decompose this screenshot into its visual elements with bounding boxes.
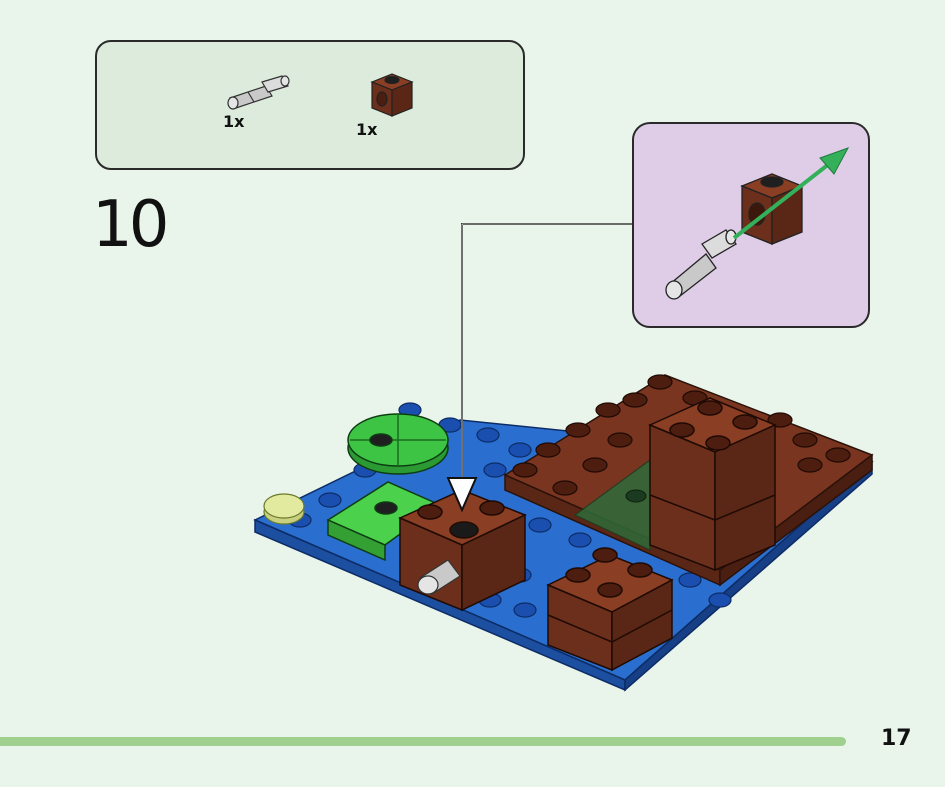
placed-technic-brick (398, 489, 527, 612)
pin-insert-diagram (665, 147, 850, 300)
part-quantity: 1x (223, 112, 245, 131)
front-brown-brick (546, 547, 674, 672)
tall-brown-brick-stack (648, 397, 777, 572)
part-quantity: 1x (356, 120, 378, 139)
brown-technic-brick-icon (370, 73, 414, 117)
transparent-yellow-round-plate (263, 493, 305, 525)
technic-pin-icon (227, 75, 290, 110)
placement-pointer-arrow (446, 223, 632, 513)
footer-progress-bar (0, 737, 846, 746)
blue-base-plate (253, 419, 874, 692)
page-number: 17 (881, 726, 912, 751)
placed-technic-pin (417, 559, 461, 595)
part-item-pin: 1x (217, 70, 297, 131)
brown-studs (512, 374, 851, 496)
sub-assembly-callout (632, 122, 870, 328)
step-number: 10 (92, 188, 169, 262)
part-item-brick: 1x (352, 70, 432, 139)
parts-list-box: 1x 1x (95, 40, 525, 170)
green-round-plate (347, 413, 449, 475)
